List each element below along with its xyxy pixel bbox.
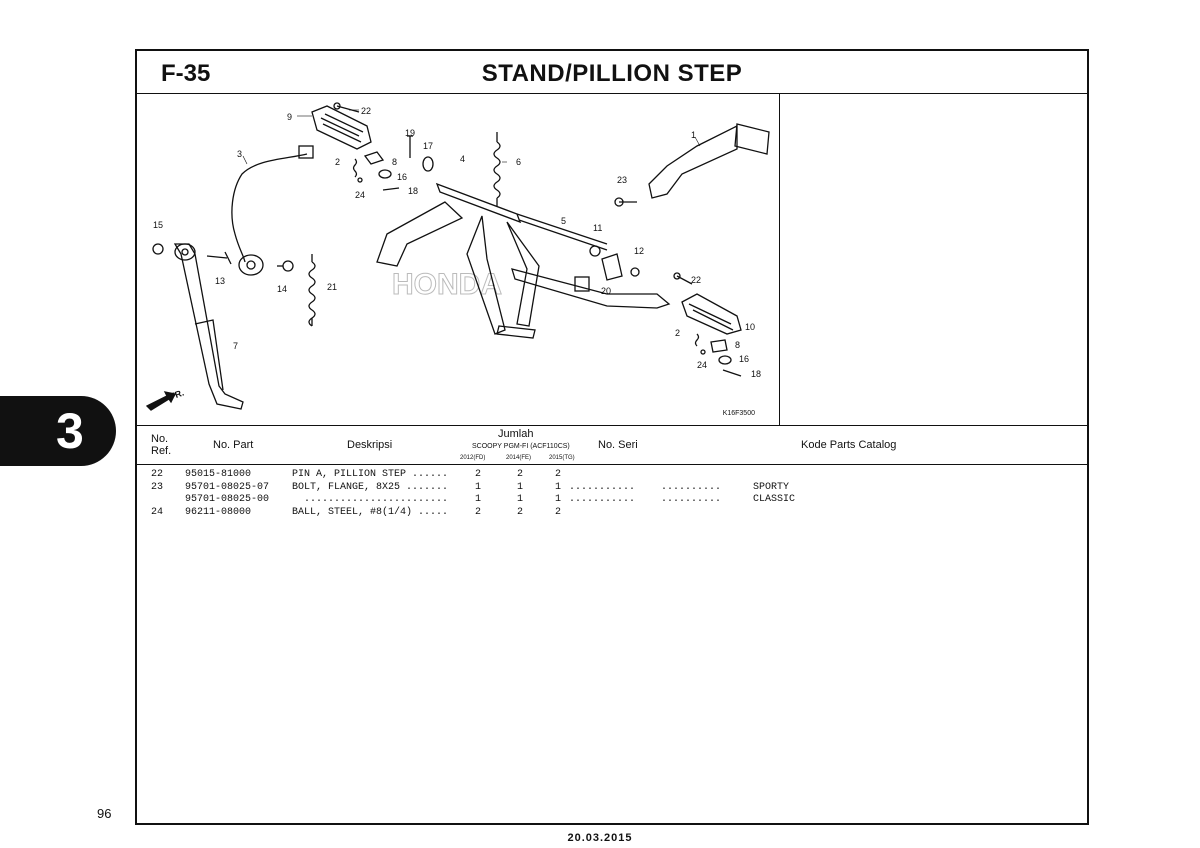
cell-q1: 1 bbox=[475, 481, 482, 493]
table-row: 24 96211-08000 BALL, STEEL, #8(1/4) ..... 2… bbox=[137, 507, 1087, 520]
cell-desc: PIN A, PILLION STEP ...... bbox=[292, 469, 449, 480]
table-row: 23 95701-08025-07 BOLT, FLANGE, 8X25 .....… bbox=[137, 482, 1087, 495]
cell-desc: ........................ bbox=[292, 494, 449, 505]
cell-q1: 2 bbox=[475, 469, 482, 480]
callout-14: 14 bbox=[277, 284, 287, 294]
callout-21: 21 bbox=[327, 282, 337, 292]
diagram-code: K16F3500 bbox=[722, 410, 755, 417]
callout-16: 16 bbox=[397, 172, 407, 182]
stand-switch-cable bbox=[231, 153, 308, 263]
callout-7: 7 bbox=[233, 341, 238, 351]
callout-11: 11 bbox=[593, 223, 602, 233]
cell-q2: 2 bbox=[517, 469, 524, 480]
callout-20: 20 bbox=[601, 286, 611, 296]
cell-ref: 24 bbox=[151, 506, 164, 518]
callout-8: 8 bbox=[392, 157, 397, 167]
header-no-seri: No. Seri bbox=[598, 439, 638, 451]
cell-part: 95015-81000 bbox=[185, 469, 252, 480]
callout-3: 3 bbox=[237, 149, 242, 159]
callout-17: 17 bbox=[423, 141, 433, 151]
header-year-2015: 2015(TG) bbox=[549, 455, 575, 461]
cell-q2: 1 bbox=[517, 481, 524, 493]
exploded-diagram: HONDA bbox=[137, 94, 780, 425]
header-no-part: No. Part bbox=[213, 439, 254, 451]
header-kode: Kode Parts Catalog bbox=[801, 439, 897, 451]
callout-6: 6 bbox=[516, 157, 521, 167]
cell-remark: SPORTY bbox=[753, 481, 790, 493]
callout-18: 18 bbox=[408, 186, 418, 196]
cell-q1: 1 bbox=[475, 494, 482, 505]
cell-q3: 1 bbox=[555, 481, 562, 493]
cell-desc: BOLT, FLANGE, 8X25 ....... bbox=[292, 481, 449, 493]
section-tab: 3 bbox=[0, 396, 116, 466]
pillion-step-right bbox=[681, 293, 742, 335]
header-jumlah: Jumlah bbox=[498, 428, 534, 440]
section-tab-number: 3 bbox=[56, 403, 84, 459]
header-model: SCOOPY PGM-FI (ACF110CS) bbox=[472, 443, 570, 450]
callout-10: 10 bbox=[745, 322, 755, 332]
figure-number: F-35 bbox=[161, 60, 211, 87]
side-stand-lever bbox=[173, 243, 244, 410]
callout-19: 19 bbox=[405, 128, 415, 138]
callout-1: 1 bbox=[691, 130, 696, 140]
callout-13: 13 bbox=[215, 276, 225, 286]
cell-part: 95701-08025-07 bbox=[185, 481, 270, 493]
callout-8: 8 bbox=[735, 340, 740, 350]
cell-q3: 2 bbox=[555, 506, 562, 518]
main-stand bbox=[435, 182, 522, 224]
callout-16: 16 bbox=[739, 354, 749, 364]
callout-22: 22 bbox=[691, 275, 701, 285]
callout-2: 2 bbox=[335, 157, 340, 167]
table-row: 95701-08025-00 ........................ 1… bbox=[137, 494, 1087, 507]
callout-24: 24 bbox=[697, 360, 707, 370]
print-date: 20.03.2015 bbox=[567, 832, 633, 844]
cell-part: 95701-08025-00 bbox=[185, 494, 270, 505]
cell-dots2: .......... bbox=[661, 481, 722, 493]
callout-2: 2 bbox=[675, 328, 680, 338]
cell-q2: 2 bbox=[517, 506, 524, 518]
callout-24: 24 bbox=[355, 190, 365, 200]
header-year-2012: 2012(FD) bbox=[460, 455, 486, 461]
cell-part: 96211-08000 bbox=[185, 506, 252, 518]
callout-18: 18 bbox=[751, 369, 761, 379]
figure-title: STAND/PILLION STEP bbox=[481, 60, 743, 87]
callout-23: 23 bbox=[617, 175, 627, 185]
cell-ref: 22 bbox=[151, 469, 164, 480]
callout-labels: 9 22 3 19 17 4 6 1 2 8 16 24 18 23 15 5 … bbox=[153, 106, 761, 402]
kick-lever bbox=[648, 124, 738, 199]
callout-12: 12 bbox=[634, 246, 644, 256]
header-deskripsi: Deskripsi bbox=[347, 439, 393, 451]
front-direction-arrow bbox=[145, 391, 176, 411]
cell-q1: 2 bbox=[475, 506, 482, 518]
page-number: 96 bbox=[97, 806, 112, 821]
title-row: F-35 STAND/PILLION STEP bbox=[137, 51, 1087, 94]
parts-frame: F-35 STAND/PILLION STEP HONDA bbox=[135, 49, 1089, 825]
cell-dots1: ........... bbox=[569, 481, 636, 493]
table-header: No. Ref. No. Part Deskripsi Jumlah SCOOP… bbox=[137, 425, 1087, 465]
honda-watermark: HONDA bbox=[392, 268, 502, 301]
cell-desc: BALL, STEEL, #8(1/4) ..... bbox=[292, 506, 449, 518]
pillion-step-left bbox=[311, 105, 372, 150]
cell-remark: CLASSIC bbox=[753, 494, 796, 505]
cell-q2: 1 bbox=[517, 494, 524, 505]
svg-text:FR.: FR. bbox=[168, 388, 185, 402]
cell-dots2: .......... bbox=[661, 494, 722, 505]
callout-5: 5 bbox=[561, 216, 566, 226]
callout-4: 4 bbox=[460, 154, 465, 164]
header-year-2014: 2014(FE) bbox=[506, 455, 532, 461]
callout-15: 15 bbox=[153, 220, 163, 230]
cell-q3: 2 bbox=[555, 469, 562, 480]
parts-illustration: HONDA bbox=[145, 102, 770, 411]
cell-ref: 23 bbox=[151, 481, 164, 493]
callout-22: 22 bbox=[361, 106, 371, 116]
callout-9: 9 bbox=[287, 112, 292, 122]
cell-q3: 1 bbox=[555, 494, 562, 505]
header-no-ref: No. Ref. bbox=[151, 433, 172, 457]
cell-dots1: ........... bbox=[569, 494, 636, 505]
